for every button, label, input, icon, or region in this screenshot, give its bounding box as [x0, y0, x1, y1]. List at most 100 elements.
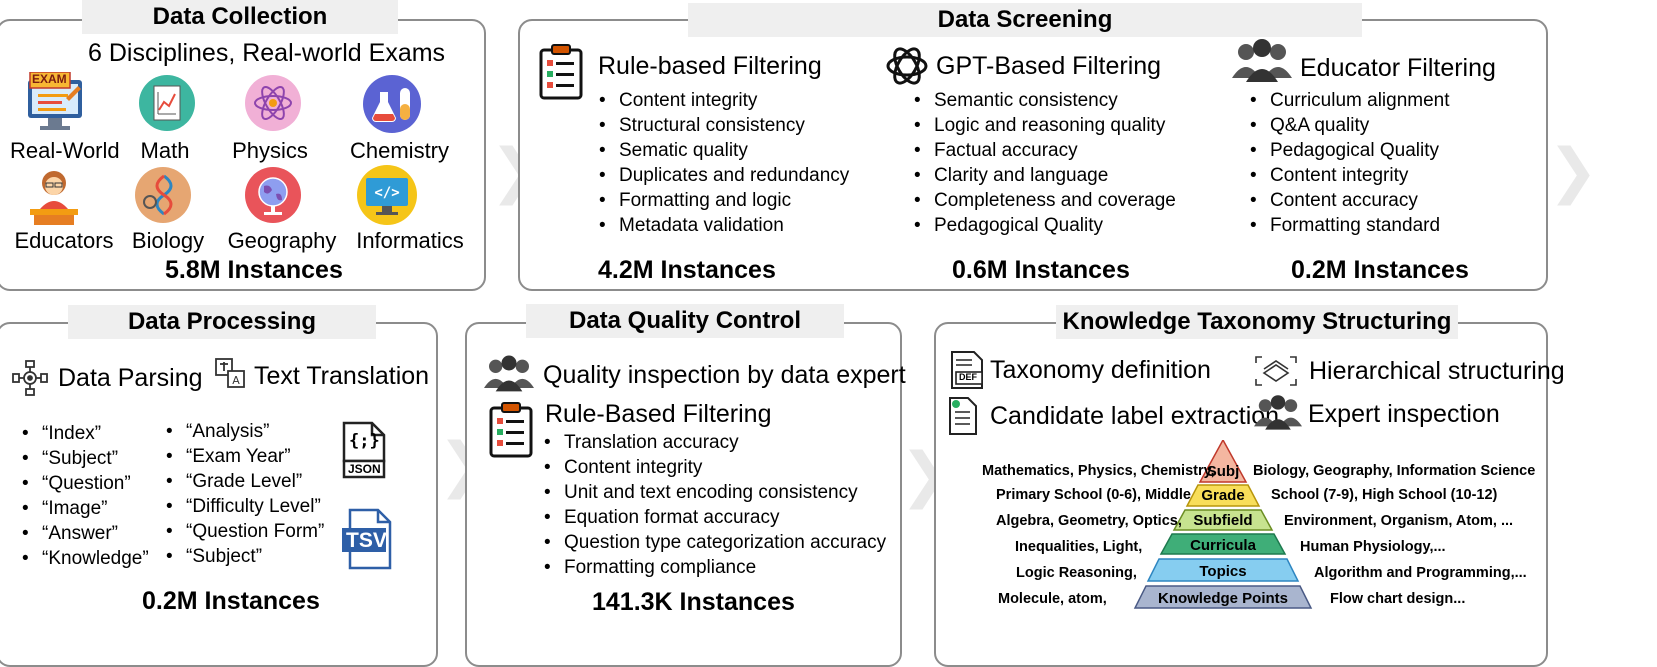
tsv-label: TSV [346, 529, 387, 552]
list-item: Metadata validation [597, 213, 849, 238]
pyramid-label-curricula: Curricula [1190, 537, 1256, 554]
data-screening-title: Data Screening [688, 3, 1362, 37]
text-translation-icon: A [214, 357, 246, 394]
list-item: “Answer” [20, 521, 149, 546]
field-list-right: “Analysis” “Exam Year” “Grade Level” “Di… [164, 419, 324, 569]
quality-rule-based-heading: Rule-Based Filtering [545, 400, 772, 428]
collection-instances: 5.8M Instances [165, 256, 343, 284]
list-item: “Image” [20, 496, 149, 521]
openai-logo-icon [884, 43, 930, 94]
json-label: JSON [348, 462, 381, 476]
svg-text:A: A [232, 374, 240, 387]
exam-monitor-icon [24, 71, 86, 137]
list-item: “Grade Level” [164, 469, 324, 494]
list-item: “Analysis” [164, 419, 324, 444]
quality-rule-list: Translation accuracy Content integrity U… [542, 430, 886, 580]
expert-inspection-label: Expert inspection [1308, 400, 1500, 428]
json-file-icon [340, 421, 388, 484]
pyramid-level-curricula [1159, 533, 1287, 555]
list-item: “Index” [20, 421, 149, 446]
tsv-file-icon [340, 508, 396, 575]
label-extraction-icon [948, 396, 978, 441]
text-translation-label: Text Translation [254, 362, 430, 390]
list-item: Completeness and coverage [912, 188, 1176, 213]
taxonomy-title: Knowledge Taxonomy Structuring [1056, 305, 1458, 339]
pyramid-right-text: Environment, Organism, Atom, ... [1284, 513, 1514, 529]
educator-group-icon [1232, 38, 1292, 87]
label-physics: Physics [232, 138, 308, 163]
list-item: Clarity and language [912, 163, 1176, 188]
data-processing-title: Data Processing [68, 305, 376, 339]
field-list-left: “Index” “Subject” “Question” “Image” “An… [20, 421, 149, 571]
clipboard-checklist-icon [488, 402, 534, 463]
list-item: Formatting and logic [597, 188, 849, 213]
list-item: Factual accuracy [912, 138, 1176, 163]
informatics-monitor-icon: </> [356, 164, 418, 231]
pyramid-right-text: Human Physiology,... [1300, 539, 1446, 555]
taxonomy-definition-label: Taxonomy definition [990, 356, 1211, 384]
taxonomy-pyramid [1133, 440, 1313, 609]
candidate-label-extraction-label: Candidate label extraction [990, 402, 1280, 430]
pyramid-label-subj: Subj [1206, 463, 1240, 480]
educator-filtering-list: Curriculum alignment Q&A quality Pedagog… [1248, 88, 1450, 238]
label-geography: Geography [227, 228, 337, 253]
pyramid-left-text: Mathematics, Physics, Chemistry, [982, 463, 1215, 479]
label-biology: Biology [131, 228, 205, 253]
math-icon [138, 74, 196, 137]
pyramid-label-knowledge-points: Knowledge Points [1157, 590, 1288, 607]
pyramid-level-grade [1185, 484, 1261, 507]
label-chemistry: Chemistry [350, 138, 450, 163]
json-glyph: {;} [349, 431, 380, 451]
def-badge: DEF [959, 372, 977, 382]
educator-filtering-heading: Educator Filtering [1300, 54, 1496, 82]
list-item: Semantic consistency [912, 88, 1176, 113]
list-item: Equation format accuracy [542, 505, 886, 530]
list-item: Content integrity [542, 455, 886, 480]
expert-group-icon [484, 354, 534, 397]
pyramid-right-text: Algorithm and Programming,... [1314, 565, 1527, 581]
list-item: Content integrity [597, 88, 849, 113]
data-collection-title: Data Collection [82, 0, 398, 34]
list-item: Logic and reasoning quality [912, 113, 1176, 138]
list-item: Curriculum alignment [1248, 88, 1450, 113]
list-item: Duplicates and redundancy [597, 163, 849, 188]
pyramid-right-text: Flow chart design... [1330, 591, 1466, 607]
list-item: Translation accuracy [542, 430, 886, 455]
list-item: “Subject” [164, 544, 324, 569]
pyramid-right-text: Biology, Geography, Information Science [1253, 463, 1536, 479]
taxonomy-definition-icon [948, 350, 984, 395]
educator-icon [24, 167, 84, 232]
quality-instances: 141.3K Instances [592, 588, 795, 616]
exam-badge: EXAM [32, 72, 67, 86]
label-informatics: Informatics [356, 228, 464, 253]
arrow-screening-right: ❯ [1548, 137, 1599, 204]
list-item: “Exam Year” [164, 444, 324, 469]
gpt-based-filtering-list: Semantic consistency Logic and reasoning… [912, 88, 1176, 238]
label-real-world: Real-World [10, 138, 120, 163]
chemistry-flask-icon [362, 74, 422, 139]
list-item: Content accuracy [1248, 188, 1450, 213]
pyramid-level-knowledge-points [1133, 585, 1313, 609]
label-math: Math [140, 138, 190, 163]
collection-subtitle: 6 Disciplines, Real-world Exams [88, 39, 446, 67]
pyramid-left-text: Molecule, atom, [998, 591, 1107, 607]
svg-text:</>: </> [374, 185, 399, 201]
data-parsing-icon [12, 360, 48, 401]
list-item: Formatting standard [1248, 213, 1450, 238]
pyramid-left-text: Inequalities, Light, [1015, 539, 1143, 555]
list-item: “Knowledge” [20, 546, 149, 571]
pyramid-level-subj [1198, 440, 1248, 483]
list-item: Pedagogical Quality [1248, 138, 1450, 163]
pyramid-label-subfield: Subfield [1193, 512, 1253, 529]
data-quality-title: Data Quality Control [526, 304, 844, 338]
geography-globe-icon [244, 166, 302, 229]
processing-instances: 0.2M Instances [142, 587, 320, 615]
pyramid-left-text: Primary School (0-6), Middle [996, 487, 1191, 503]
quality-inspection-label: Quality inspection by data expert [543, 361, 906, 389]
pyramid-left-text: Algebra, Geometry, Optics, [996, 513, 1182, 529]
hierarchical-structuring-label: Hierarchical structuring [1309, 357, 1565, 385]
list-item: Q&A quality [1248, 113, 1450, 138]
list-item: “Question Form” [164, 519, 324, 544]
pyramid-left-text: Logic Reasoning, [1016, 565, 1137, 581]
rule-based-instances: 4.2M Instances [598, 256, 776, 284]
